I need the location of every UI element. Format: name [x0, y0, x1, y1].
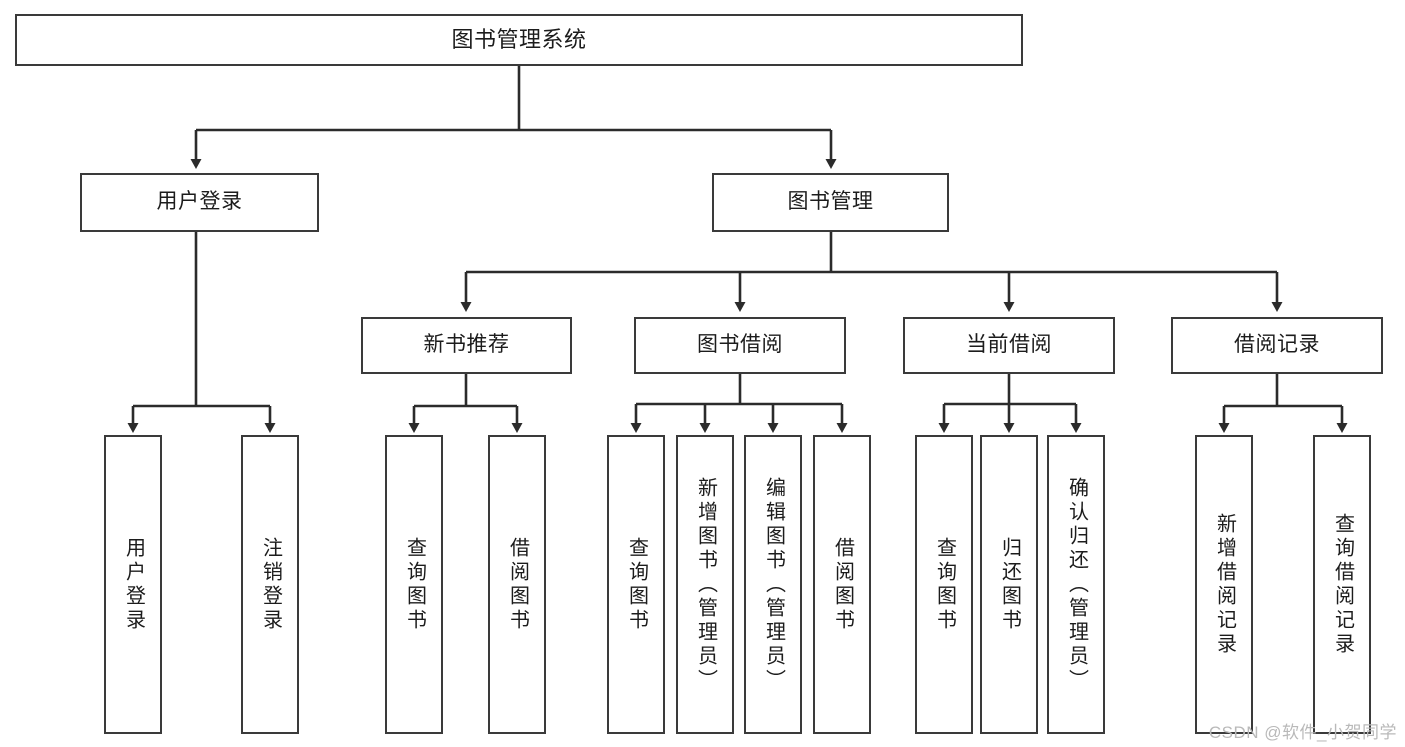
- leaf-borrow-add-book-admin[interactable]: 新增图书（管理员）: [676, 435, 734, 734]
- node-label: 注销登录: [259, 536, 282, 633]
- node-book-borrow[interactable]: 图书借阅: [634, 317, 846, 374]
- leaf-borrow-borrow-book[interactable]: 借阅图书: [813, 435, 871, 734]
- node-borrow-record[interactable]: 借阅记录: [1171, 317, 1383, 374]
- leaf-user-login-login[interactable]: 用户登录: [104, 435, 162, 734]
- node-root-system[interactable]: 图书管理系统: [15, 14, 1023, 66]
- leaf-record-query-record[interactable]: 查询借阅记录: [1313, 435, 1371, 734]
- node-label: 借阅图书: [831, 536, 854, 633]
- node-label: 图书借阅: [697, 333, 783, 357]
- leaf-recommend-query-book[interactable]: 查询图书: [385, 435, 443, 734]
- node-new-book-recommend[interactable]: 新书推荐: [361, 317, 572, 374]
- node-label: 当前借阅: [966, 333, 1052, 357]
- node-label: 查询图书: [625, 536, 648, 633]
- node-label: 查询图书: [403, 536, 426, 633]
- node-book-management[interactable]: 图书管理: [712, 173, 949, 232]
- node-label: 确认归还（管理员）: [1065, 476, 1088, 693]
- node-label: 新书推荐: [423, 333, 510, 357]
- node-label: 归还图书: [998, 536, 1021, 633]
- leaf-borrow-query-book[interactable]: 查询图书: [607, 435, 665, 734]
- node-label: 图书管理: [787, 190, 874, 214]
- node-label: 图书管理系统: [451, 27, 587, 53]
- leaf-current-confirm-return-admin[interactable]: 确认归还（管理员）: [1047, 435, 1105, 734]
- node-label: 借阅图书: [506, 536, 529, 633]
- node-label: 借阅记录: [1234, 333, 1320, 357]
- leaf-user-login-logout[interactable]: 注销登录: [241, 435, 299, 734]
- leaf-recommend-borrow-book[interactable]: 借阅图书: [488, 435, 546, 734]
- watermark-text: CSDN @软件_小贺同学: [1208, 723, 1397, 742]
- leaf-borrow-edit-book-admin[interactable]: 编辑图书（管理员）: [744, 435, 802, 734]
- node-label: 新增图书（管理员）: [694, 476, 717, 693]
- leaf-record-add-record[interactable]: 新增借阅记录: [1195, 435, 1253, 734]
- node-current-borrow[interactable]: 当前借阅: [903, 317, 1115, 374]
- node-label: 查询图书: [933, 536, 956, 633]
- node-user-login[interactable]: 用户登录: [80, 173, 319, 232]
- node-label: 新增借阅记录: [1213, 512, 1236, 657]
- node-label: 查询借阅记录: [1331, 512, 1354, 657]
- node-label: 编辑图书（管理员）: [762, 476, 785, 693]
- node-label: 用户登录: [156, 190, 243, 214]
- leaf-current-return-book[interactable]: 归还图书: [980, 435, 1038, 734]
- leaf-current-query-book[interactable]: 查询图书: [915, 435, 973, 734]
- node-label: 用户登录: [122, 536, 145, 633]
